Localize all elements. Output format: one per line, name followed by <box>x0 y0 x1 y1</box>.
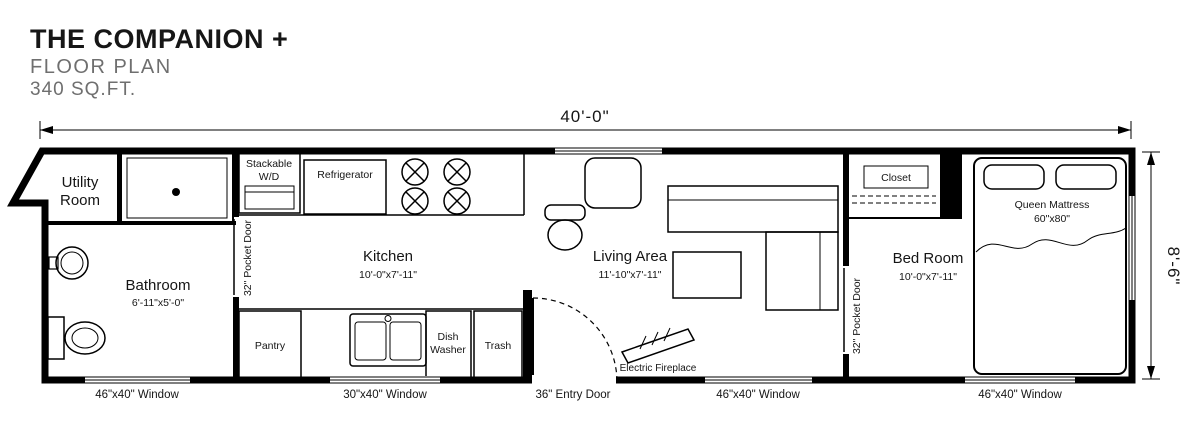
overall-height-dimension: 8'-6" <box>1164 247 1183 286</box>
desk-and-chair <box>544 157 642 251</box>
bedroom-pocket-door-label: 32" Pocket Door <box>851 277 863 354</box>
arrow-right-icon <box>1118 126 1131 134</box>
entry-door-opening <box>532 375 616 385</box>
pantry-cabinet <box>238 310 302 381</box>
utility-room-label-2: Room <box>60 192 100 209</box>
pillow-right <box>1055 164 1117 190</box>
pantry-label: Pantry <box>255 340 286 352</box>
refrigerator-label: Refrigerator <box>317 169 373 181</box>
dishwasher-label-2: Washer <box>430 344 466 356</box>
queen-bed-fixture <box>973 157 1127 375</box>
stove-fixture <box>401 158 471 215</box>
top-dimension <box>39 121 1132 139</box>
window-bedroom-symbol <box>965 376 1075 384</box>
fireplace-label: Electric Fireplace <box>620 363 697 374</box>
bathroom-pocket-door-label: 32" Pocket Door <box>242 219 254 296</box>
window-symbols <box>85 147 1136 385</box>
right-dimension <box>1142 151 1160 380</box>
window-bedroom-label: 46"x40" Window <box>978 389 1062 401</box>
arrow-up-icon <box>1147 152 1155 165</box>
overall-width-dimension: 40'-0" <box>560 107 609 126</box>
bathroom-label: Bathroom <box>125 277 190 294</box>
blanket-fold-line <box>975 227 1127 253</box>
sectional-couch <box>667 185 839 311</box>
window-bathroom-symbol <box>85 376 190 384</box>
kitchen-label: Kitchen <box>363 248 413 265</box>
kitchen-size: 10'-0"x7'-11" <box>359 269 417 281</box>
window-living-symbol <box>705 376 812 384</box>
fireplace-fixture <box>620 327 696 364</box>
title-block: THE COMPANION + FLOOR PLAN 340 SQ.FT. <box>30 24 288 100</box>
arrow-left-icon <box>40 126 53 134</box>
shower-drain-icon <box>172 188 180 196</box>
closet-label: Closet <box>881 172 911 184</box>
stackable-wd-fixture <box>238 152 301 214</box>
coffee-table <box>672 251 742 299</box>
stackable-wd-label-1: Stackable <box>246 158 292 170</box>
queen-mattress-label-1: Queen Mattress <box>1015 199 1090 211</box>
trash-cabinet <box>473 310 523 381</box>
kitchen-counters <box>236 151 525 310</box>
window-bathroom-label: 46"x40" Window <box>95 389 179 401</box>
closet-wall-chase <box>940 151 962 218</box>
desk-fixture <box>584 157 642 209</box>
chair-seat <box>547 219 583 251</box>
bedroom-label: Bed Room <box>893 250 964 267</box>
entry-door-wall-stub <box>523 290 532 382</box>
stackable-wd-label-2: W/D <box>259 171 280 183</box>
queen-mattress-label-2: 60"x80" <box>1034 213 1070 225</box>
utility-room-label-1: Utility <box>62 174 99 191</box>
living-area-size: 11'-10"x7'-11" <box>598 269 661 281</box>
entry-door-label: 36" Entry Door <box>535 389 610 401</box>
bathroom-sink-fixture <box>48 246 89 280</box>
window-living-label: 46"x40" Window <box>716 389 800 401</box>
bathroom-size: 6'-11"x5'-0" <box>132 297 184 309</box>
refrigerator-fixture <box>303 159 387 215</box>
pillow-left <box>983 164 1045 190</box>
toilet-fixture <box>47 316 106 360</box>
shower-fixture <box>120 151 234 225</box>
window-top-symbol <box>555 147 662 155</box>
bedroom-size: 10'-0"x7'-11" <box>899 271 957 283</box>
plan-area: 340 SQ.FT. <box>30 78 137 100</box>
entry-door-swing <box>532 297 618 383</box>
exterior-walls <box>7 147 1136 384</box>
plan-subtitle: FLOOR PLAN <box>30 56 172 79</box>
dishwasher-fixture <box>425 310 472 381</box>
closet-interior <box>852 165 936 204</box>
living-area-label: Living Area <box>593 248 668 265</box>
window-kitchen-label: 30"x40" Window <box>343 389 427 401</box>
dishwasher-label-1: Dish <box>437 331 458 343</box>
interior-walls <box>45 151 962 382</box>
plan-title: THE COMPANION + <box>30 24 289 54</box>
entry-door-arc <box>532 297 618 383</box>
trash-label: Trash <box>485 340 512 352</box>
arrow-down-icon <box>1147 366 1155 379</box>
window-kitchen-symbol <box>330 376 440 384</box>
window-right-symbol <box>1128 196 1136 300</box>
